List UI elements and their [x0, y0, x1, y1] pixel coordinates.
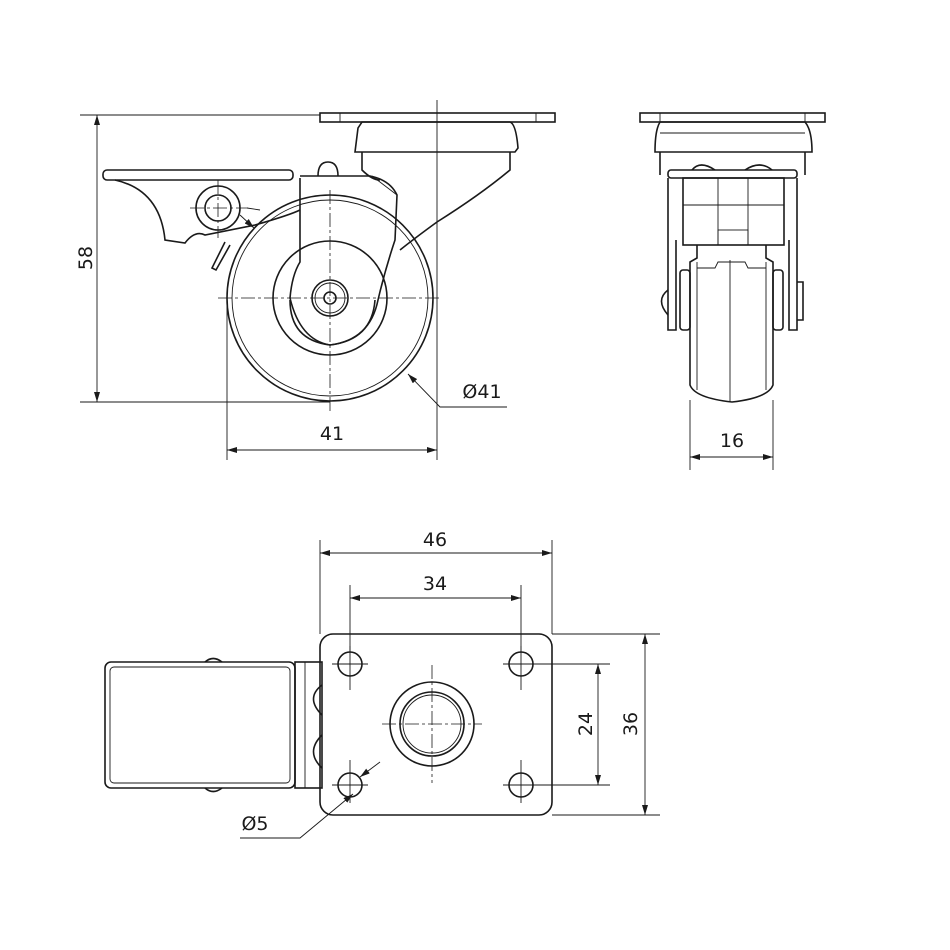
- wheel-diameter-leader: [407, 373, 507, 408]
- height-label: 58: [75, 246, 97, 270]
- front-view: 16: [639, 112, 826, 470]
- swivel-housing: [654, 121, 813, 153]
- swivel-housing: [354, 121, 519, 153]
- hole-diameter-label: Ø5: [241, 813, 268, 835]
- wheel: [689, 245, 774, 403]
- side-view: 58 41 Ø41: [75, 100, 556, 460]
- kingpin-nut: [317, 161, 339, 177]
- top-plate: [319, 633, 553, 816]
- wheel-diameter-label: Ø41: [462, 381, 501, 403]
- mounting-plate: [319, 112, 556, 123]
- mounting-plate: [639, 112, 826, 123]
- top-view: 46 34 24 36 Ø5: [104, 529, 660, 839]
- brake-bracket: [667, 169, 798, 179]
- brake-pedal: [102, 169, 294, 181]
- wheel-width-label: 41: [320, 423, 344, 445]
- hole-spacing-x-label: 34: [423, 573, 447, 595]
- brake-pedal: [104, 661, 296, 789]
- plate-length-label: 46: [423, 529, 447, 551]
- hole-diameter-leader: [240, 793, 354, 839]
- tread-width-label: 16: [720, 430, 744, 452]
- hole-spacing-y-label: 24: [575, 712, 597, 736]
- plate-width-label: 36: [620, 712, 642, 736]
